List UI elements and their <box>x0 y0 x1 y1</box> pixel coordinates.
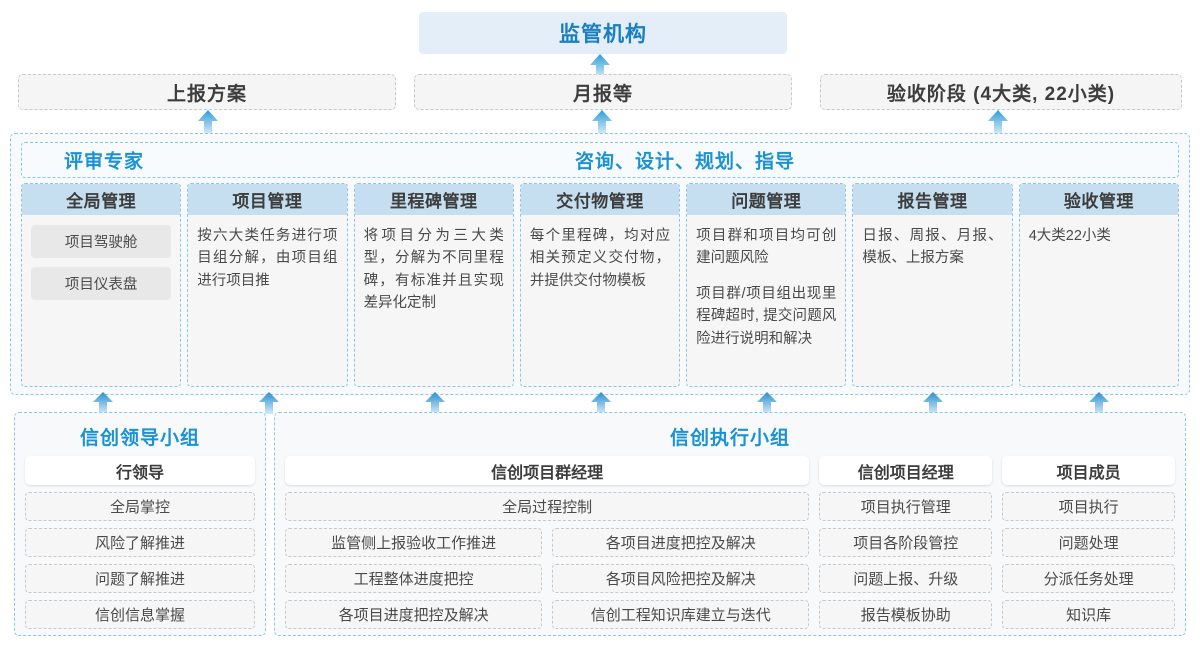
column-paragraph: 4大类22小类 <box>1028 228 1111 244</box>
middle-band-header: 评审专家 咨询、设计、规划、指导 <box>21 142 1179 178</box>
column-body: 将项目分为三大类型，分解为不同里程碑，有标准并且实现差异化定制 <box>354 215 513 386</box>
program-manager-block: 信创项目群经理 全局过程控制 监管侧上报验收工作推进 工程整体进度把控 各项目进… <box>285 456 810 629</box>
arrow-up-to-plan <box>198 110 218 134</box>
task-item[interactable]: 各项目进度把控及解决 <box>285 600 543 629</box>
task-item[interactable]: 监管侧上报验收工作推进 <box>285 528 543 557</box>
column-acceptance-management[interactable]: 验收管理 4大类22小类 <box>1018 183 1179 387</box>
task-item[interactable]: 项目执行 <box>1002 492 1176 521</box>
program-manager-left-tasks: 监管侧上报验收工作推进 工程整体进度把控 各项目进度把控及解决 <box>285 528 543 629</box>
role-project-manager[interactable]: 信创项目经理 <box>819 456 993 485</box>
submission-box-plan[interactable]: 上报方案 <box>18 74 396 110</box>
task-item[interactable]: 各项目风险把控及解决 <box>552 564 810 593</box>
arrow-up-column-7 <box>1089 392 1109 416</box>
column-paragraph: 每个里程碑，均对应相关预定义交付物，并提供交付物模板 <box>529 228 671 289</box>
task-item[interactable]: 全局掌控 <box>25 492 255 521</box>
task-item[interactable]: 各项目进度把控及解决 <box>552 528 810 557</box>
project-manager-block: 信创项目经理 项目执行管理 项目各阶段管控 问题上报、升级 报告模板协助 <box>819 456 993 629</box>
review-experts-label: 评审专家 <box>64 151 145 173</box>
column-report-management[interactable]: 报告管理 日报、周报、月报、模板、上报方案 <box>852 183 1013 387</box>
column-title: 里程碑管理 <box>354 184 513 215</box>
task-item[interactable]: 报告模板协助 <box>819 600 993 629</box>
column-paragraph: 将项目分为三大类型，分解为不同里程碑，有标准并且实现差异化定制 <box>363 228 504 312</box>
management-columns: 全局管理 项目驾驶舱 项目仪表盘 项目管理 按六大类任务进行项目组分解，由项目组… <box>21 183 1179 387</box>
task-item[interactable]: 知识库 <box>1002 600 1176 629</box>
execution-group-panel: 信创执行小组 信创项目群经理 全局过程控制 监管侧上报验收工作推进 工程整体进度… <box>274 412 1186 636</box>
execution-group-columns: 信创项目群经理 全局过程控制 监管侧上报验收工作推进 工程整体进度把控 各项目进… <box>285 456 1176 629</box>
leadership-group-panel: 信创领导小组 行领导 全局掌控 风险了解推进 问题了解推进 信创信息掌握 <box>14 412 266 636</box>
pill-item[interactable]: 项目驾驶舱 <box>31 225 172 258</box>
task-item[interactable]: 信创信息掌握 <box>25 600 255 629</box>
arrow-up-column-3 <box>425 392 445 416</box>
column-title: 问题管理 <box>687 184 846 215</box>
column-paragraph: 项目群/项目组出现里程碑超时, 提交问题风险进行说明和解决 <box>696 285 837 347</box>
column-paragraph: 按六大类任务进行项目组分解，由项目组进行项目推 <box>197 228 338 289</box>
submission-box-monthly[interactable]: 月报等 <box>414 74 792 110</box>
program-manager-right-tasks: 各项目进度把控及解决 各项目风险把控及解决 信创工程知识库建立与迭代 <box>552 528 810 629</box>
column-body: 每个里程碑，均对应相关预定义交付物，并提供交付物模板 <box>520 215 680 386</box>
submission-label-monthly: 月报等 <box>572 83 633 105</box>
arrow-up-column-2 <box>259 392 279 416</box>
role-program-manager[interactable]: 信创项目群经理 <box>285 456 810 485</box>
arrow-up-column-1 <box>93 392 113 416</box>
column-body: 项目群和项目均可创建问题风险 项目群/项目组出现里程碑超时, 提交问题风险进行说… <box>687 215 846 386</box>
task-item[interactable]: 问题上报、升级 <box>819 564 993 593</box>
task-item[interactable]: 工程整体进度把控 <box>285 564 543 593</box>
execution-group-title: 信创执行小组 <box>669 428 790 449</box>
column-paragraph: 日报、周报、月报、模板、上报方案 <box>862 228 1003 267</box>
task-item[interactable]: 项目各阶段管控 <box>819 528 993 557</box>
task-item[interactable]: 风险了解推进 <box>25 528 255 557</box>
middle-band: 评审专家 咨询、设计、规划、指导 全局管理 项目驾驶舱 项目仪表盘 项目管理 按… <box>10 133 1190 395</box>
task-item[interactable]: 分派任务处理 <box>1002 564 1176 593</box>
leadership-group-title: 信创领导小组 <box>79 428 200 449</box>
regulator-box: 监管机构 <box>419 12 787 54</box>
arrow-up-column-4 <box>591 392 611 416</box>
column-project-management[interactable]: 项目管理 按六大类任务进行项目组分解，由项目组进行项目推 <box>187 183 348 387</box>
project-member-block: 项目成员 项目执行 问题处理 分派任务处理 知识库 <box>1002 456 1176 629</box>
column-title: 项目管理 <box>188 184 347 215</box>
task-item[interactable]: 问题处理 <box>1002 528 1176 557</box>
role-bank-leadership[interactable]: 行领导 <box>25 456 255 485</box>
task-item[interactable]: 问题了解推进 <box>25 564 255 593</box>
pill-item[interactable]: 项目仪表盘 <box>31 267 172 300</box>
column-deliverable-management[interactable]: 交付物管理 每个里程碑，均对应相关预定义交付物，并提供交付物模板 <box>519 183 681 387</box>
arrow-up-to-regulator <box>590 54 610 78</box>
advisory-services-label: 咨询、设计、规划、指导 <box>574 151 795 173</box>
arrow-up-column-6 <box>923 392 943 416</box>
arrow-up-to-acceptance <box>988 110 1008 134</box>
column-milestone-management[interactable]: 里程碑管理 将项目分为三大类型，分解为不同里程碑，有标准并且实现差异化定制 <box>353 183 514 387</box>
column-global-management[interactable]: 全局管理 项目驾驶舱 项目仪表盘 <box>21 183 182 387</box>
column-title: 全局管理 <box>22 184 181 215</box>
column-title: 交付物管理 <box>520 184 680 215</box>
submission-box-acceptance[interactable]: 验收阶段 (4大类, 22小类) <box>820 74 1182 110</box>
regulator-label: 监管机构 <box>559 23 647 46</box>
column-body: 日报、周报、月报、模板、上报方案 <box>853 215 1012 386</box>
task-item[interactable]: 项目执行管理 <box>819 492 993 521</box>
column-title: 报告管理 <box>853 184 1012 215</box>
arrow-up-to-monthly <box>592 110 612 134</box>
column-body: 4大类22小类 <box>1019 215 1178 386</box>
submission-label-acceptance: 验收阶段 (4大类, 22小类) <box>886 83 1116 105</box>
program-manager-subcolumns: 监管侧上报验收工作推进 工程整体进度把控 各项目进度把控及解决 各项目进度把控及… <box>285 528 810 629</box>
column-issue-management[interactable]: 问题管理 项目群和项目均可创建问题风险 项目群/项目组出现里程碑超时, 提交问题… <box>686 183 847 387</box>
column-title: 验收管理 <box>1019 184 1178 215</box>
task-item-global-process[interactable]: 全局过程控制 <box>285 492 810 521</box>
column-body: 按六大类任务进行项目组分解，由项目组进行项目推 <box>188 215 347 386</box>
task-item[interactable]: 信创工程知识库建立与迭代 <box>552 600 810 629</box>
role-project-member[interactable]: 项目成员 <box>1002 456 1176 485</box>
submission-label-plan: 上报方案 <box>166 83 247 105</box>
column-body: 项目驾驶舱 项目仪表盘 <box>22 215 181 386</box>
column-paragraph: 项目群和项目均可创建问题风险 <box>696 228 837 267</box>
arrow-up-column-5 <box>757 392 777 416</box>
